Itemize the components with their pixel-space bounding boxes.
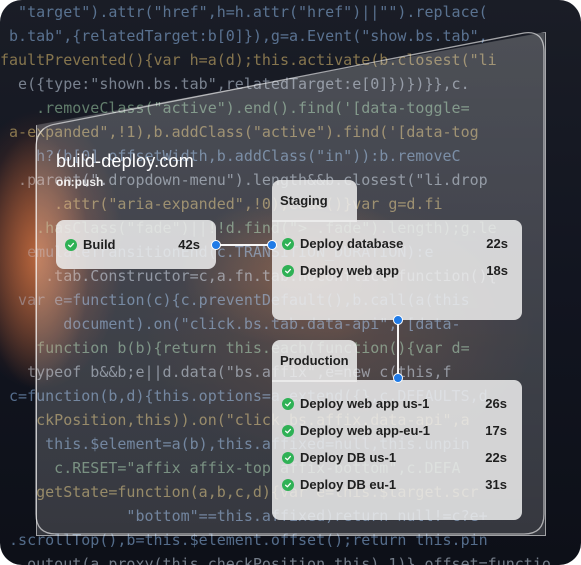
staging-group-title: Staging xyxy=(280,193,328,208)
connector-dot-icon xyxy=(393,373,403,383)
production-job-duration: 22s xyxy=(485,450,507,465)
production-job-label: Deploy web app-eu-1 xyxy=(300,423,431,438)
connector-dot-icon xyxy=(211,240,221,250)
staging-job-row[interactable]: Deploy web app xyxy=(282,263,399,278)
check-circle-icon xyxy=(282,424,294,437)
workflow-title: build-deploy.com xyxy=(56,151,194,171)
production-job-duration: 31s xyxy=(485,477,507,492)
production-job-label: Deploy DB eu-1 xyxy=(300,477,397,492)
production-group-card: Deploy web app us-1 26s Deploy web app-e… xyxy=(272,380,522,520)
production-job-label: Deploy DB us-1 xyxy=(300,450,397,465)
check-circle-icon xyxy=(282,478,294,491)
staging-job-row[interactable]: Deploy database xyxy=(282,236,403,251)
staging-group-card: Deploy database 22s Deploy web app 18s xyxy=(272,220,522,320)
build-job-duration: 42s xyxy=(178,237,200,252)
production-job-row[interactable]: Deploy web app-eu-1 xyxy=(282,423,430,438)
staging-job-duration: 22s xyxy=(486,236,508,251)
connector-line-build-staging xyxy=(216,244,272,246)
build-job-row: Build xyxy=(65,237,116,252)
production-job-label: Deploy web app us-1 xyxy=(300,396,430,411)
staging-job-label: Deploy web app xyxy=(300,263,399,278)
production-job-row[interactable]: Deploy DB eu-1 xyxy=(282,477,396,492)
production-job-duration: 26s xyxy=(485,396,507,411)
connector-dot-icon xyxy=(267,240,277,250)
check-circle-icon xyxy=(282,397,294,410)
check-circle-icon xyxy=(282,264,294,277)
check-circle-icon xyxy=(282,451,294,464)
production-job-duration: 17s xyxy=(485,423,507,438)
build-job-card[interactable]: Build 42s xyxy=(56,220,216,269)
workflow-trigger: on:push xyxy=(56,175,104,189)
build-job-label: Build xyxy=(83,237,116,252)
production-group-title: Production xyxy=(280,353,349,368)
production-job-row[interactable]: Deploy web app us-1 xyxy=(282,396,429,411)
staging-job-label: Deploy database xyxy=(300,236,404,251)
staging-group-tab: Staging xyxy=(272,180,357,222)
connector-line-staging-production xyxy=(397,320,399,378)
check-circle-icon xyxy=(282,237,294,250)
staging-job-duration: 18s xyxy=(486,263,508,278)
connector-dot-icon xyxy=(393,315,403,325)
check-circle-icon xyxy=(65,238,77,251)
production-group-tab: Production xyxy=(272,340,357,382)
production-job-row[interactable]: Deploy DB us-1 xyxy=(282,450,396,465)
